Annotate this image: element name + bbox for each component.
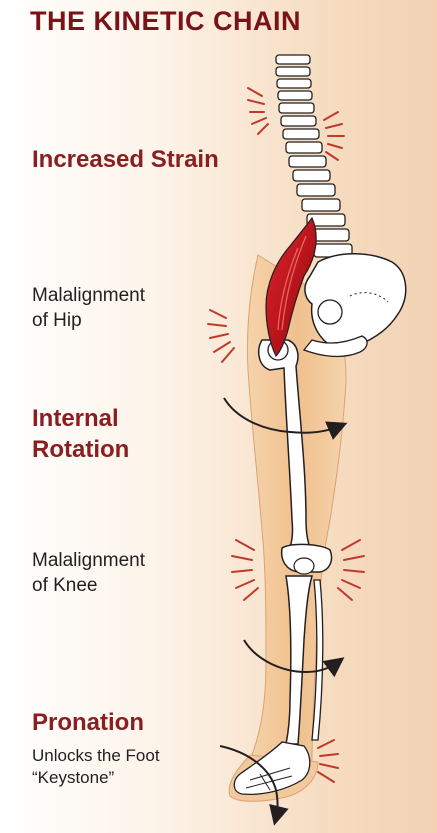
label-knee-line2: of Knee <box>32 575 98 596</box>
label-pronation: Pronation <box>32 709 144 736</box>
pelvis <box>304 253 407 351</box>
foot-bones <box>233 741 311 796</box>
rotation-arrow-thigh <box>223 397 348 440</box>
label-increased-strain: Increased Strain <box>32 146 219 173</box>
spine <box>275 54 353 258</box>
label-hip-line2: of Hip <box>32 310 82 331</box>
fibula <box>311 579 324 741</box>
page-title: THE KINETIC CHAIN <box>30 6 301 36</box>
strain-lines-knee-right <box>337 539 365 601</box>
label-foot-line2: “Keystone” <box>32 768 115 787</box>
strain-lines-spine-left <box>247 87 269 135</box>
label-rotation: Rotation <box>32 436 130 463</box>
pronation-arrow-foot <box>219 745 289 826</box>
strain-lines-spine-right <box>323 111 345 161</box>
label-internal: Internal <box>32 405 119 432</box>
label-foot-line1: Unlocks the Foot <box>32 746 160 765</box>
strain-lines-ankle <box>317 739 339 783</box>
tibia <box>285 575 313 745</box>
strain-lines-hip <box>207 309 235 363</box>
label-hip-line1: Malalignment <box>32 285 145 306</box>
strain-lines-knee-left <box>231 539 259 601</box>
label-knee-line1: Malalignment <box>32 550 145 571</box>
rotation-arrow-shin <box>243 639 345 678</box>
